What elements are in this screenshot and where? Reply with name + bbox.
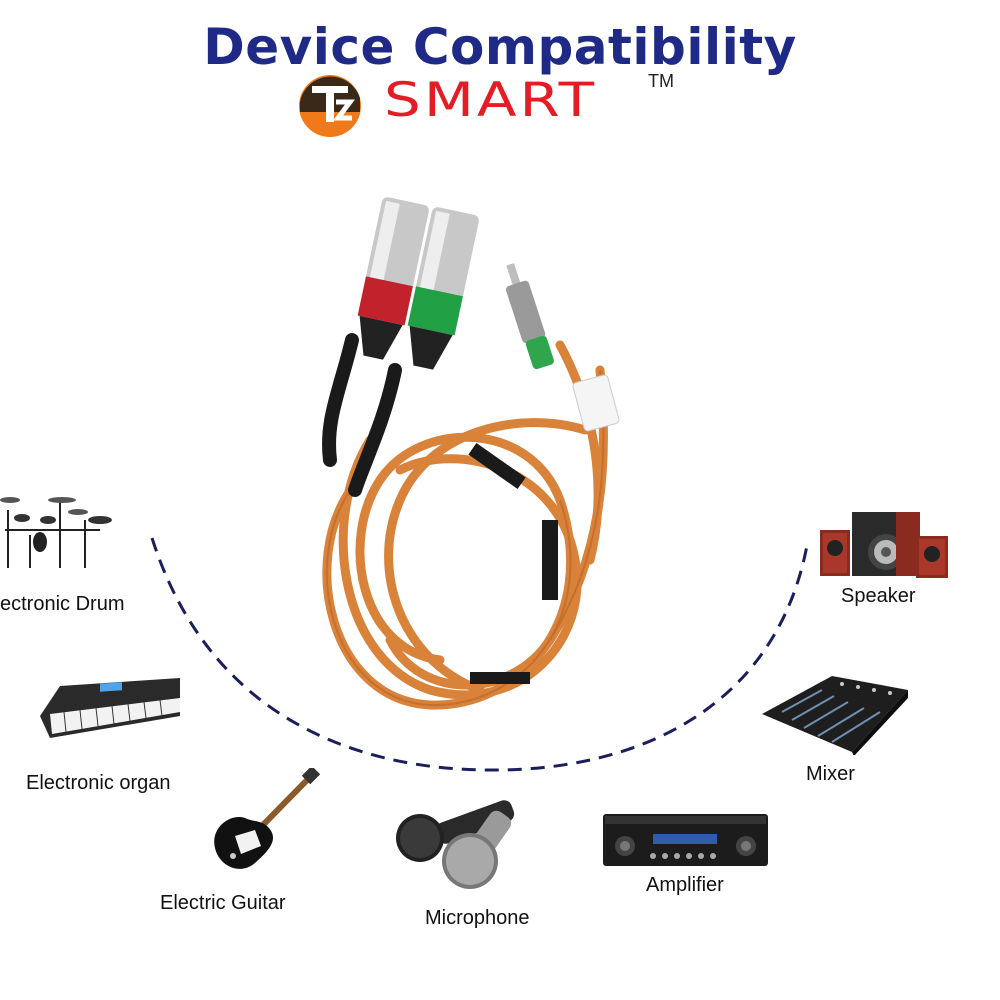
tz-logo-icon — [299, 75, 361, 137]
microphone-icon — [396, 800, 515, 889]
device-label-guitar: Electric Guitar — [160, 892, 286, 914]
device-label-speaker: Speaker — [841, 585, 916, 607]
device-label-microphone: Microphone — [425, 907, 530, 929]
mixer-icon — [762, 676, 908, 755]
amplifier-icon — [603, 814, 768, 866]
xlr-rca-cable-icon — [322, 197, 620, 710]
brand-name: SMART — [384, 71, 598, 128]
device-label-drum: ectronic Drum — [0, 593, 125, 615]
keyboard-organ-icon — [40, 678, 180, 738]
device-label-mixer: Mixer — [806, 763, 855, 785]
speaker-icon — [820, 512, 948, 578]
device-label-organ: Electronic organ — [26, 772, 171, 794]
electric-guitar-icon — [214, 768, 320, 869]
electronic-drum-icon — [0, 497, 112, 568]
device-label-amplifier: Amplifier — [646, 874, 724, 896]
brand-logo: SMART TM — [296, 72, 716, 142]
page-title: Device Compatibility — [203, 18, 797, 76]
brand-trademark: TM — [648, 71, 674, 91]
